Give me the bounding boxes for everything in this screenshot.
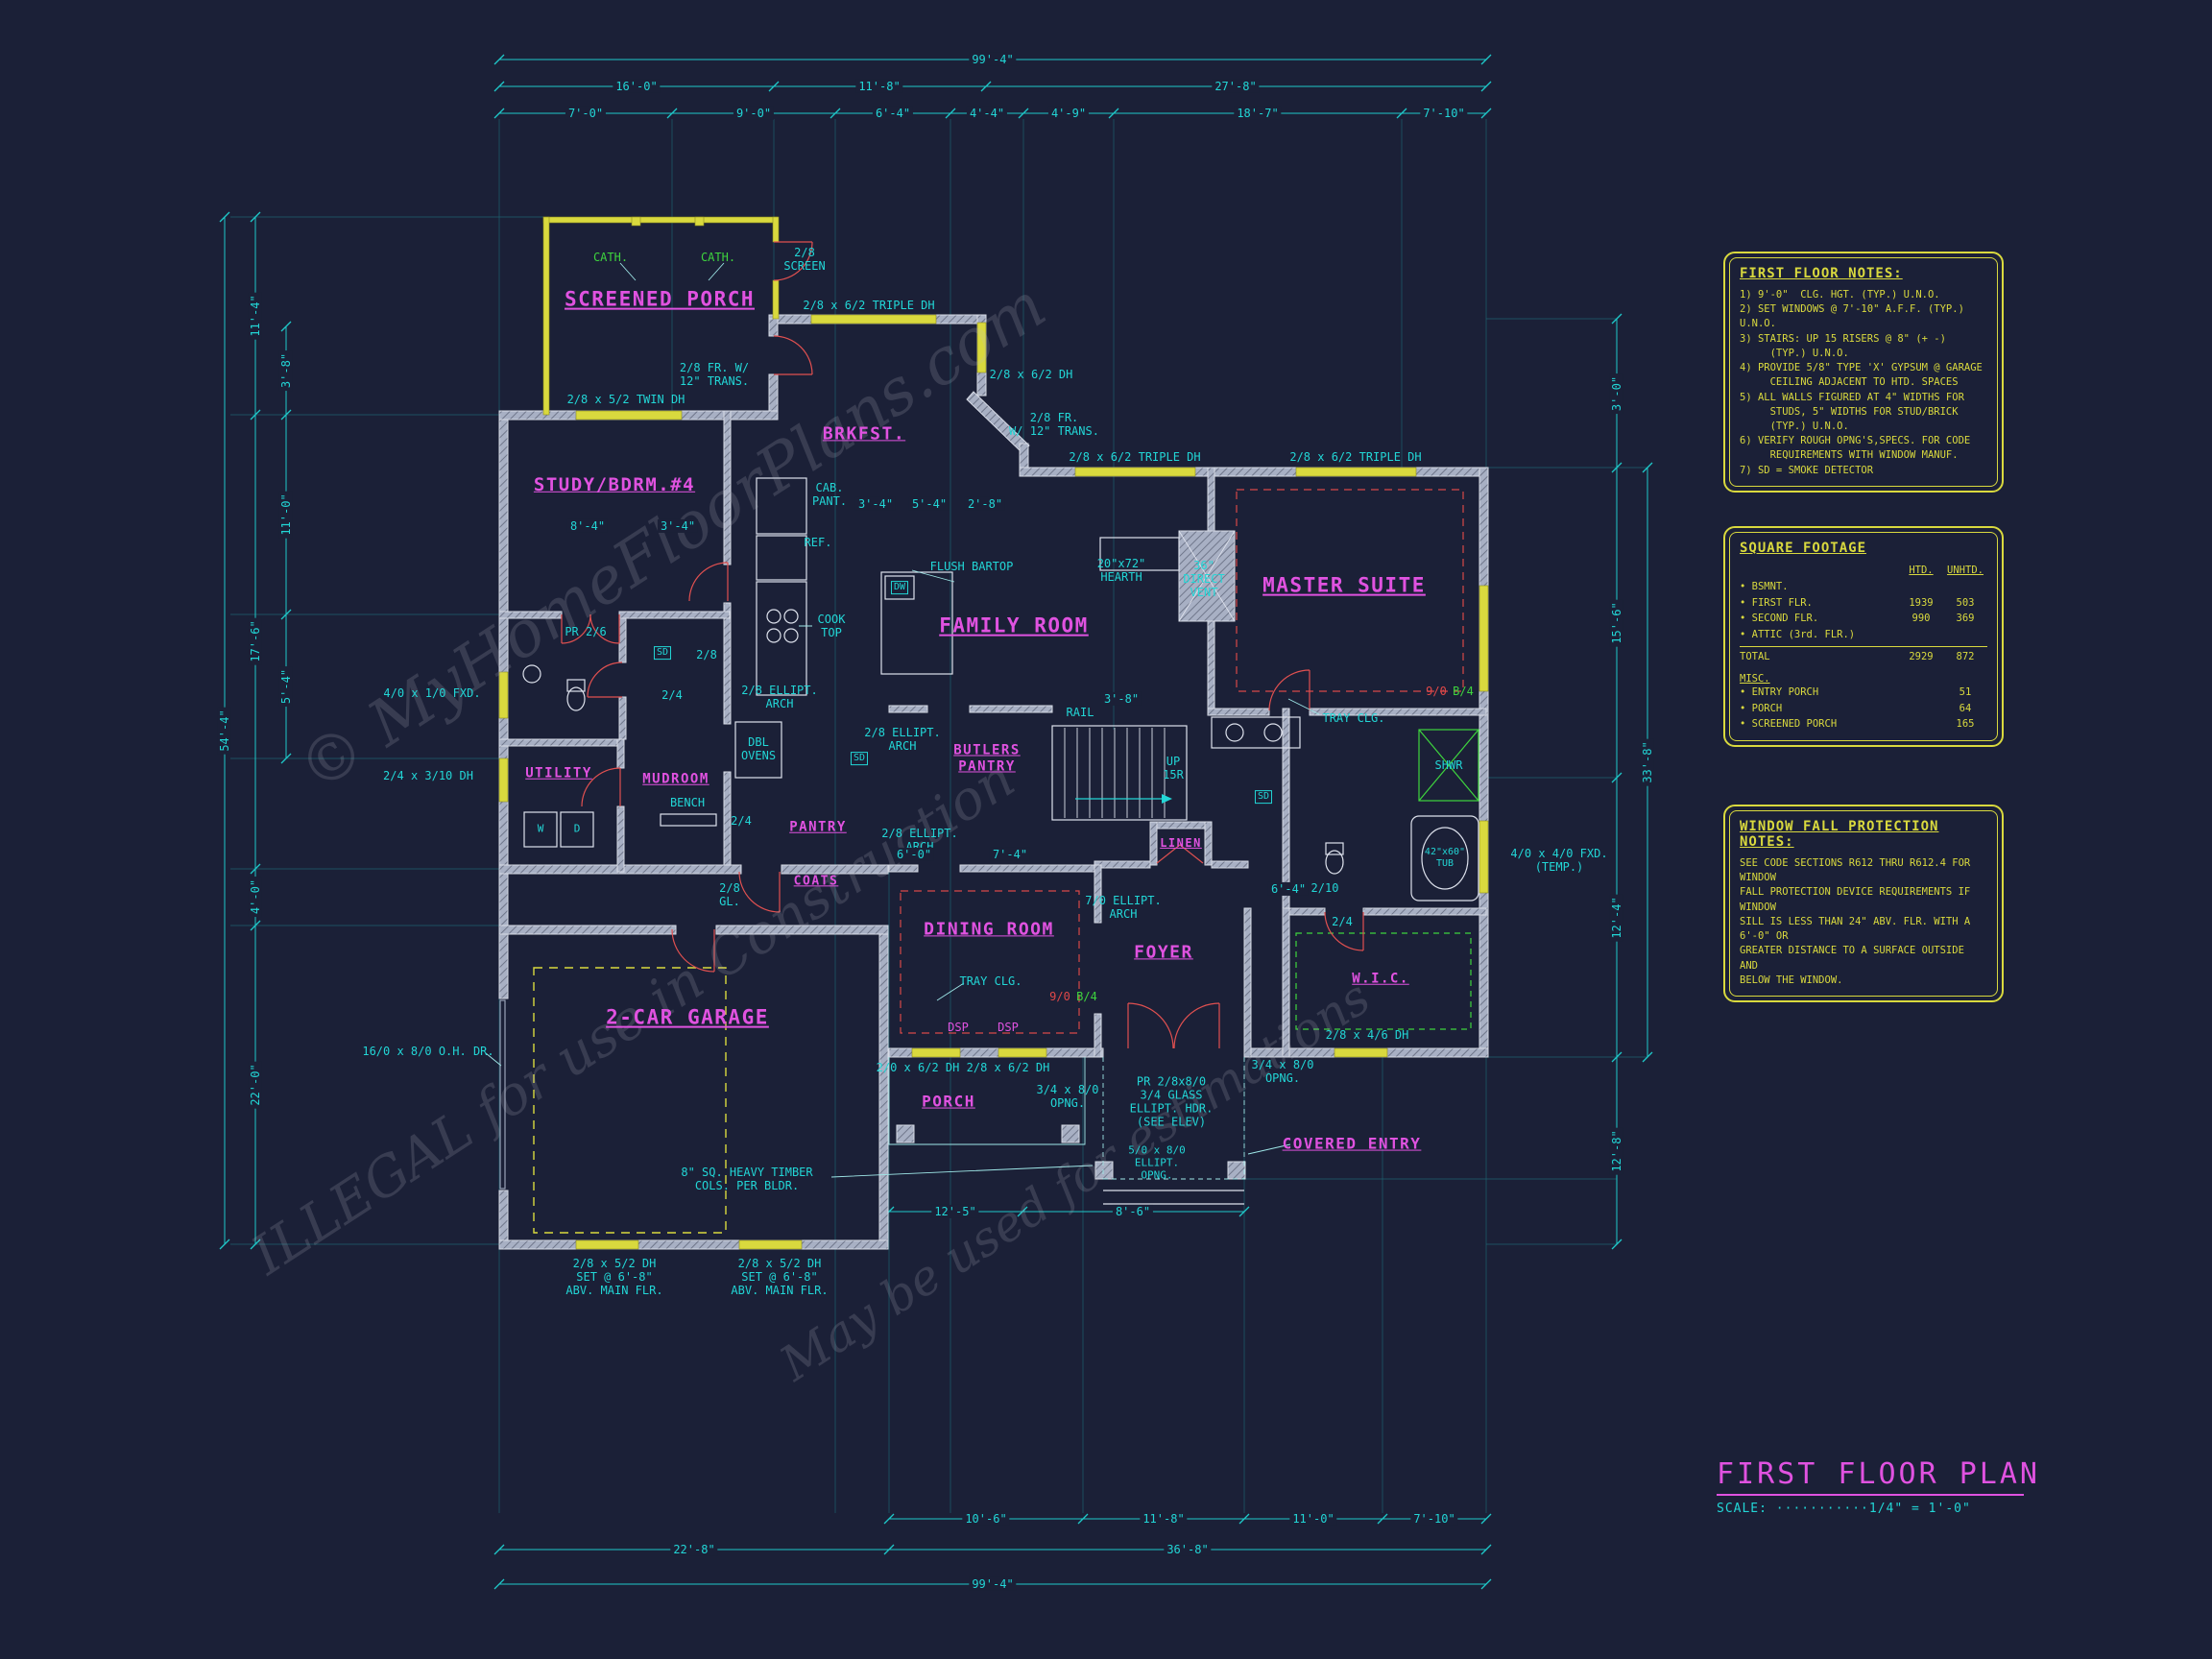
dimension-lines	[219, 54, 1653, 1590]
window-fall-protection-title: WINDOW FALL PROTECTION NOTES:	[1740, 819, 1939, 850]
note-line: 3) STAIRS: UP 15 RISERS @ 8" (+ -)	[1740, 332, 1946, 345]
first-floor-notes-title: FIRST FLOOR NOTES:	[1740, 266, 1903, 281]
fixtures	[499, 477, 1479, 1205]
note-line: (TYP.) U.N.O.	[1740, 347, 1849, 359]
walls	[498, 314, 1489, 1250]
note-line: BELOW THE WINDOW.	[1740, 974, 1843, 986]
windows	[498, 314, 1489, 1250]
square-footage-panel: SQUARE FOOTAGE HTD. UNHTD. • BSMNT. • FI…	[1723, 526, 2004, 748]
note-line: 5) ALL WALLS FIGURED AT 4" WIDTHS FOR	[1740, 391, 1964, 403]
shower-and-closet	[1295, 729, 1479, 1030]
garage-dashed-area	[533, 967, 727, 1234]
window-fall-protection-panel: WINDOW FALL PROTECTION NOTES: SEE CODE S…	[1723, 805, 2004, 1002]
first-floor-notes-body: 1) 9'-0" CLG. HGT. (TYP.) U.N.O. 2) SET W…	[1740, 288, 1987, 478]
plan-scale: SCALE: ···········1/4" = 1'-0"	[1717, 1502, 1971, 1516]
note-line: REQUIREMENTS WITH WINDOW MANUF.	[1740, 449, 1959, 462]
col-htd: HTD.	[1909, 565, 1934, 576]
note-line: 1) 9'-0" CLG. HGT. (TYP.) U.N.O.	[1740, 289, 1940, 301]
title-block: FIRST FLOOR PLAN SCALE: ···········1/4" …	[1717, 1457, 2037, 1516]
note-line: SILL IS LESS THAN 24" ABV. FLR. WITH A 6…	[1740, 915, 1977, 943]
note-line: 7) SD = SMOKE DETECTOR	[1740, 464, 1874, 476]
note-line: STUDS, 5" WIDTHS FOR STUD/BRICK	[1740, 405, 1959, 418]
sqft-misc-title: MISC.	[1740, 672, 1770, 685]
square-footage-header: HTD. UNHTD.	[1740, 563, 1987, 579]
square-footage-title: SQUARE FOOTAGE	[1740, 541, 1867, 556]
note-line: (TYP.) U.N.O.	[1740, 420, 1849, 432]
note-line: FALL PROTECTION DEVICE REQUIREMENTS IF W…	[1740, 886, 1977, 913]
doors	[561, 241, 1364, 1049]
note-line: SEE CODE SECTIONS R612 THRU R612.4 FOR W…	[1740, 857, 1977, 884]
window-fall-protection-body: SEE CODE SECTIONS R612 THRU R612.4 FOR W…	[1740, 856, 1987, 988]
note-line: GREATER DISTANCE TO A SURFACE OUTSIDE AN…	[1740, 945, 1971, 972]
sqft-row: • ATTIC (3rd. FLR.)	[1740, 629, 1856, 641]
tray-ceilings	[900, 489, 1464, 1034]
screened-porch-walls	[542, 216, 780, 416]
col-unhtd: UNHTD.	[1947, 565, 1984, 576]
first-floor-notes-panel: FIRST FLOOR NOTES: 1) 9'-0" CLG. HGT. (T…	[1723, 252, 2004, 493]
plan-title: FIRST FLOOR PLAN	[1717, 1457, 2037, 1496]
note-line: CEILING ADJACENT TO HTD. SPACES	[1740, 376, 1959, 389]
outlines-and-leaders	[485, 262, 1320, 1180]
note-line: 2) SET WINDOWS @ 7'-10" A.F.F. (TYP.) U.…	[1740, 303, 1971, 330]
note-line: 6) VERIFY ROUGH OPNG'S,SPECS. FOR CODE	[1740, 435, 1971, 447]
sqft-row: • BSMNT.	[1740, 580, 1789, 592]
note-line: 4) PROVIDE 5/8" TYPE 'X' GYPSUM @ GARAGE	[1740, 362, 1983, 374]
